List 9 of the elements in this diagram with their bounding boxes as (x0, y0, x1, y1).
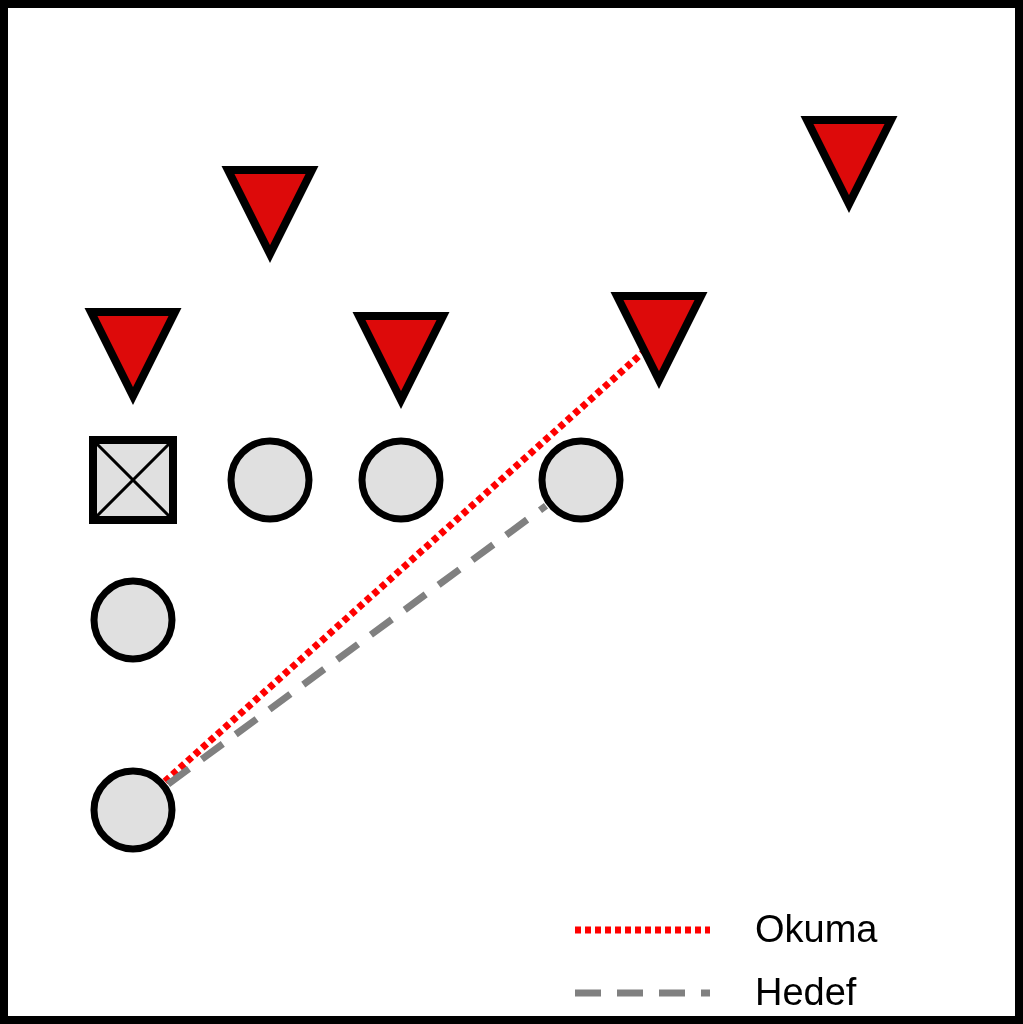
legend-label: Hedef (755, 973, 857, 1011)
route-line (165, 503, 549, 787)
defender-triangle (352, 312, 450, 409)
defender-triangle (221, 166, 319, 263)
defender-triangle (84, 308, 182, 405)
defender-triangle (800, 116, 898, 213)
defender-triangle (610, 292, 708, 389)
center-square (89, 436, 177, 524)
legend-label: Okuma (755, 910, 878, 948)
